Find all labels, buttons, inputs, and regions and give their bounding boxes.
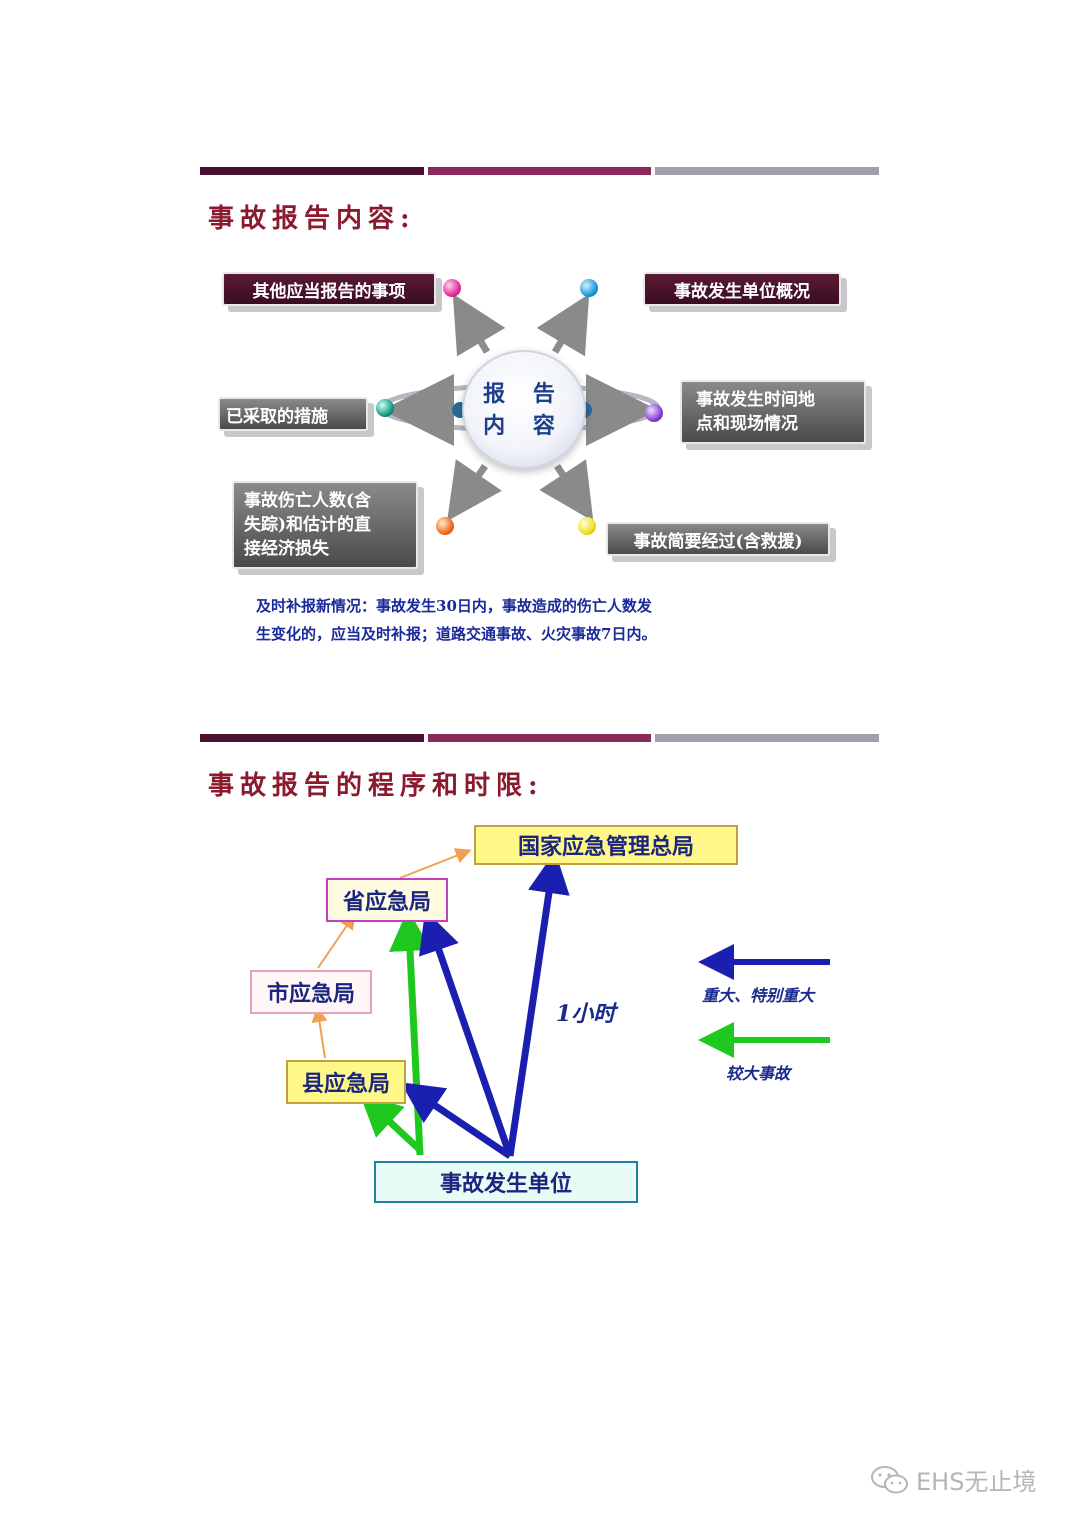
item-time-place: 事故发生时间地 点和现场情况 <box>680 380 866 444</box>
divider-bar-1a <box>200 167 424 175</box>
divider-bar-1b <box>428 167 651 175</box>
item-unit-overview: 事故发生单位概况 <box>643 272 841 306</box>
box-county: 县应急局 <box>286 1060 406 1104</box>
box-unit: 事故发生单位 <box>374 1161 638 1203</box>
orange-arrow-city-province <box>317 913 356 969</box>
wechat-icon <box>871 1465 908 1493</box>
divider-bar-1c <box>655 167 879 175</box>
item-unit-overview-text: 事故发生单位概况 <box>674 281 810 302</box>
legend-green-label: 较大事故 <box>726 1064 791 1083</box>
blue-arrow-to-national <box>506 851 570 1157</box>
item-brief-process: 事故简要经过(含救援) <box>606 522 830 556</box>
item-measures-taken-text: 已采取的措施 <box>226 406 328 427</box>
box-national: 国家应急管理总局 <box>474 825 738 865</box>
slide1-title: 事故报告内容: <box>208 204 416 234</box>
supplement-note-line1: 及时补报新情况：事故发生30日内，事故造成的伤亡人数发 <box>256 597 652 615</box>
legend-blue-label: 重大、特别重大 <box>702 986 815 1005</box>
ball-purple <box>645 404 663 422</box>
center-label-1: 报 告 <box>483 380 565 407</box>
watermark-text: EHS无止境 <box>916 1468 1037 1496</box>
item-measures-taken: 已采取的措施 <box>218 397 368 431</box>
blue-arrow-to-county <box>400 1082 512 1159</box>
slide2-title: 事故报告的程序和时限: <box>208 771 544 801</box>
supplement-note-line2: 生变化的，应当及时补报；道路交通事故、火灾事故7日内。 <box>256 625 657 643</box>
ball-blue <box>580 279 598 297</box>
item-casualties-line1: 事故伤亡人数(含 <box>244 491 372 511</box>
item-other-matters: 其他应当报告的事项 <box>222 272 436 306</box>
item-time-place-line1: 事故发生时间地 <box>696 390 815 410</box>
blue-arrow-to-province <box>419 910 514 1158</box>
item-brief-process-text: 事故简要经过(含救援) <box>633 531 803 552</box>
item-casualties: 事故伤亡人数(含 失踪)和估计的直 接经济损失 <box>232 481 418 569</box>
item-other-matters-text: 其他应当报告的事项 <box>252 281 406 302</box>
item-time-place-line2: 点和现场情况 <box>696 414 798 434</box>
ball-teal <box>376 399 394 417</box>
arrow-top-right <box>536 293 590 357</box>
watermark: EHS无止境 <box>870 1462 1036 1497</box>
divider-bar-2b <box>428 734 651 742</box>
time-label: 1小时 <box>556 1001 616 1027</box>
center-orb: 报 告 内 容 <box>462 350 586 469</box>
divider-bar-2c <box>655 734 879 742</box>
item-casualties-line2: 失踪)和估计的直 <box>244 515 372 535</box>
green-arrow-to-county <box>359 1093 423 1153</box>
box-province: 省应急局 <box>326 878 448 922</box>
item-casualties-line3: 接经济损失 <box>244 539 329 559</box>
box-city: 市应急局 <box>250 970 372 1014</box>
divider-bar-2a <box>200 734 424 742</box>
center-label-2: 内 容 <box>483 412 565 439</box>
ball-yellow <box>578 517 596 535</box>
arrow-bottom-right <box>539 459 594 522</box>
ball-orange <box>436 517 454 535</box>
green-arrow-to-province <box>389 909 432 1156</box>
orange-arrow-county-city <box>311 1006 328 1059</box>
ball-magenta <box>443 279 461 297</box>
arrow-bottom-left <box>447 459 502 522</box>
orange-arrow-province-national <box>399 848 472 879</box>
arrow-top-left <box>452 293 506 357</box>
